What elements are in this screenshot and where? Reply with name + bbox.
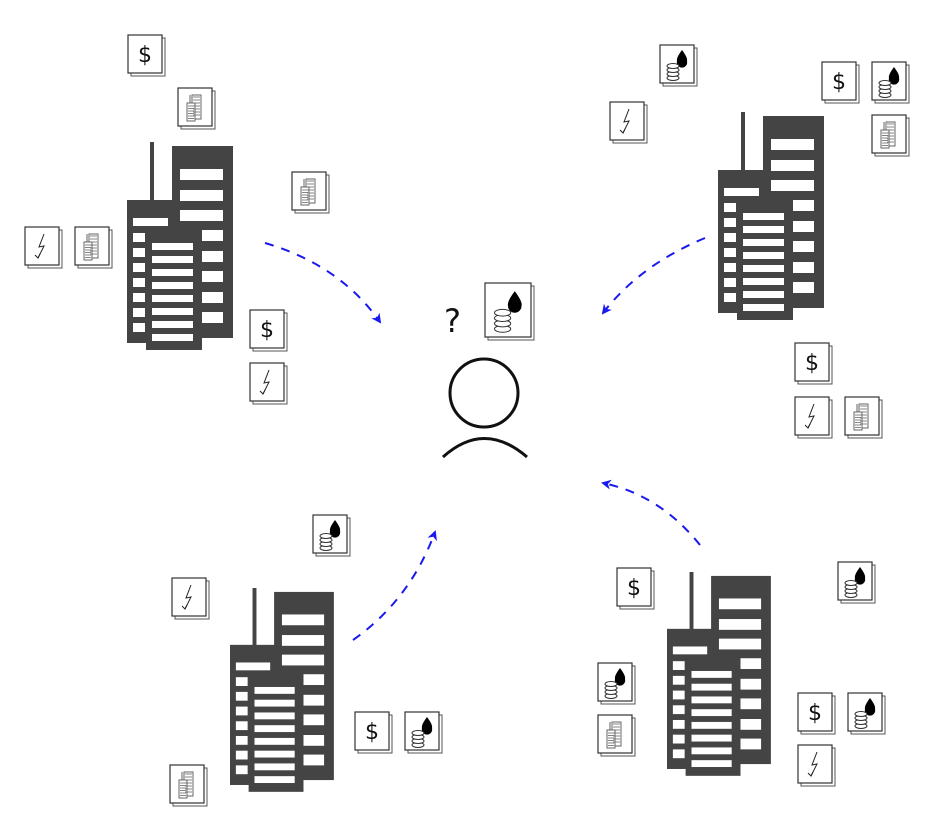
dollar-icon: $: [627, 576, 641, 601]
center-oil-doc: [484, 282, 535, 341]
buildings-icon: [853, 403, 869, 431]
doc-top-left-buildings: [74, 226, 113, 269]
oil-icon: [494, 291, 522, 333]
doc-top-right-oil: [659, 44, 698, 87]
svg-text:$: $: [138, 43, 152, 68]
doc-top-right-buildings: [871, 114, 910, 157]
doc-bottom-right-oil: [597, 662, 636, 705]
bolt-icon: [181, 584, 192, 610]
doc-bottom-right-dollar: $: [616, 567, 655, 610]
doc-bottom-left-dollar: $: [354, 711, 393, 754]
doc-bottom-right-buildings: [597, 714, 636, 757]
buildings-icon: [83, 233, 99, 261]
oil-icon: [844, 567, 866, 598]
bolt-icon: [804, 403, 815, 429]
arrow-bottom-right: [601, 479, 701, 546]
building-top-left: [127, 142, 233, 350]
doc-top-right-dollar: $: [821, 61, 860, 104]
bolt-icon: [619, 108, 630, 134]
doc-top-left-buildings: [291, 171, 330, 214]
doc-bottom-left-oil: [404, 711, 443, 754]
svg-text:$: $: [365, 720, 379, 745]
svg-text:$: $: [805, 351, 819, 376]
building-bottom-left: [230, 588, 334, 792]
doc-bottom-left-oil: [312, 514, 351, 557]
doc-top-left-bolt: [249, 362, 288, 405]
building-bottom-right: [667, 572, 771, 776]
dollar-icon: $: [832, 70, 846, 95]
doc-bottom-right-dollar: $: [797, 692, 836, 735]
dollar-icon: $: [365, 720, 379, 745]
svg-text:$: $: [260, 318, 274, 343]
doc-top-right-dollar: $: [794, 342, 833, 385]
svg-text:$: $: [627, 576, 641, 601]
bolt-icon: [259, 369, 270, 395]
dollar-icon: $: [808, 701, 822, 726]
buildings-icon: [300, 178, 316, 206]
doc-top-left-buildings: [177, 87, 216, 130]
svg-text:$: $: [832, 70, 846, 95]
doc-top-right-oil: [871, 61, 910, 104]
doc-top-right-bolt: [609, 101, 648, 144]
person-icon: [441, 357, 528, 459]
doc-top-left-bolt: [24, 226, 63, 269]
buildings-icon: [606, 721, 622, 749]
arrow-top-right: [601, 237, 706, 315]
oil-icon: [666, 50, 688, 81]
oil-icon: [854, 698, 876, 729]
bolt-icon: [807, 751, 818, 777]
dollar-icon: $: [260, 318, 274, 343]
doc-bottom-right-oil: [847, 692, 886, 735]
buildings-icon: [186, 94, 202, 122]
buildings-icon: [178, 771, 194, 799]
doc-bottom-right-oil: [837, 561, 876, 604]
question-mark: ?: [444, 302, 461, 340]
arrow-bottom-left: [352, 530, 437, 641]
doc-top-left-dollar: $: [127, 34, 166, 77]
doc-top-left-dollar: $: [249, 309, 288, 352]
dollar-icon: $: [138, 43, 152, 68]
bolt-icon: [34, 233, 45, 259]
arrow-top-left: [264, 242, 382, 324]
buildings-icon: [880, 121, 896, 149]
svg-text:$: $: [808, 701, 822, 726]
doc-bottom-right-bolt: [797, 744, 836, 787]
doc-top-right-bolt: [794, 396, 833, 439]
building-top-right: [718, 112, 824, 320]
dollar-icon: $: [805, 351, 819, 376]
oil-icon: [604, 668, 626, 699]
doc-bottom-left-bolt: [171, 577, 210, 620]
oil-icon: [411, 717, 433, 748]
oil-icon: [319, 520, 341, 551]
doc-top-right-buildings: [844, 396, 883, 439]
oil-icon: [878, 67, 900, 98]
doc-bottom-left-buildings: [169, 764, 208, 807]
